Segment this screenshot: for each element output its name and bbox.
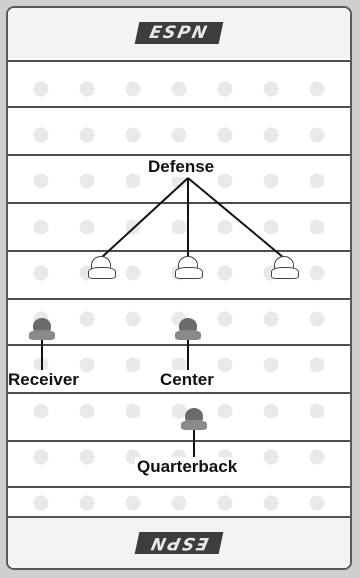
center-label: Center xyxy=(158,370,216,390)
bottom-endzone: ESPN xyxy=(8,516,350,568)
offense-player-icon[interactable] xyxy=(175,314,201,340)
defense-connector-right xyxy=(188,178,284,258)
diagram-connectors xyxy=(8,8,352,570)
defense-helmet-icon[interactable] xyxy=(88,252,114,278)
espn-logo-bottom: ESPN xyxy=(135,532,224,554)
defense-helmet-icon[interactable] xyxy=(271,252,297,278)
offense-player-icon[interactable] xyxy=(29,314,55,340)
game-frame: ESPN Defense Receiver Center Quarterback… xyxy=(6,6,352,570)
quarterback-label: Quarterback xyxy=(135,457,239,477)
receiver-label: Receiver xyxy=(6,370,81,390)
defense-connector-left xyxy=(101,178,188,258)
defense-helmet-icon[interactable] xyxy=(175,252,201,278)
offense-player-icon[interactable] xyxy=(181,404,207,430)
defense-label: Defense xyxy=(146,157,216,177)
